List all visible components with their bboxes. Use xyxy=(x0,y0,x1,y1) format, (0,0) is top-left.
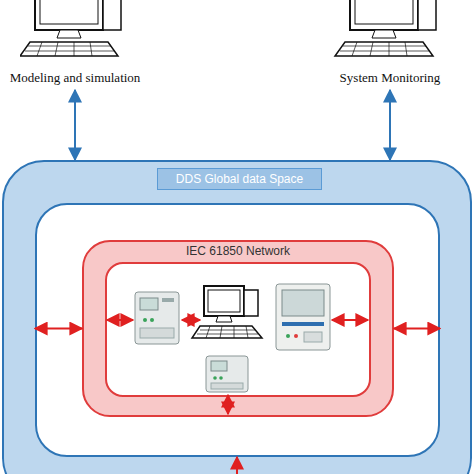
computer-icon xyxy=(192,286,262,338)
link-arrow xyxy=(227,395,229,414)
node-label: DDS Global data Space xyxy=(157,168,322,190)
workstation-node: Modeling and simulation xyxy=(20,0,130,90)
monitor-icon xyxy=(325,0,455,60)
link-arrow xyxy=(236,457,238,474)
link-arrow xyxy=(107,319,133,321)
node-label: Modeling and simulation xyxy=(0,70,150,86)
link-arrow xyxy=(332,319,368,321)
ied-device xyxy=(135,292,179,344)
monitor-icon xyxy=(20,0,130,60)
link-arrow xyxy=(35,328,82,330)
link-arrow xyxy=(394,328,440,330)
node-label: System Monitoring xyxy=(305,70,474,86)
link-arrow xyxy=(389,90,391,160)
link-arrow xyxy=(182,319,200,321)
ied-device xyxy=(276,284,330,350)
link-arrow xyxy=(74,90,76,160)
ied-device xyxy=(206,356,248,392)
workstation-node: System Monitoring xyxy=(325,0,455,90)
node-label: IEC 61850 Network xyxy=(84,244,392,258)
